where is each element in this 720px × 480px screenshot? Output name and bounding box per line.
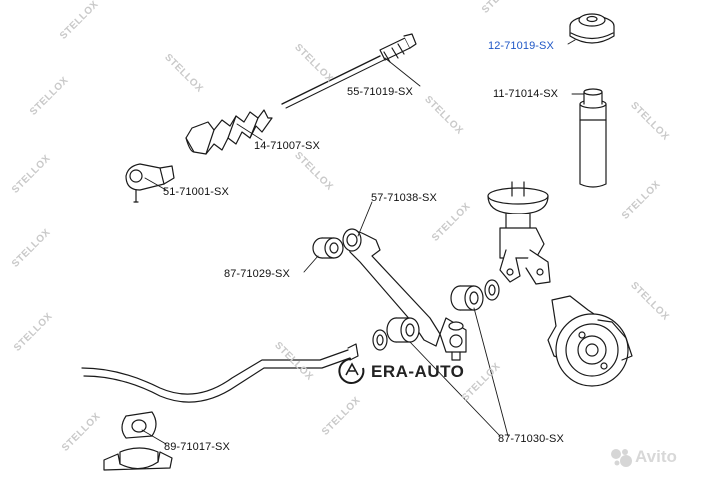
label-control-arm: 57-71038-SX [371,192,437,204]
avito-icon [611,449,632,467]
rack-boot-part [185,109,273,155]
label-tie-rod: 55-71019-SX [347,86,413,98]
era-auto-logo-icon [338,358,365,384]
strut-mount-part [569,13,615,44]
leader-lines [141,39,585,445]
era-auto-logo: ERA-AUTO [345,362,464,382]
control-arm-part [342,228,467,361]
stabilizer-bar-part [81,343,359,403]
label-arm-bushing-rear: 87-71030-SX [498,433,564,445]
steering-knuckle-part [547,295,633,387]
era-auto-text: ERA-AUTO [371,362,465,381]
avito-watermark: Avito [632,447,677,467]
label-strut-mount: 12-71019-SX [488,40,554,52]
stabilizer-bushing-part [103,411,173,471]
label-rack-boot: 14-71007-SX [254,140,320,152]
avito-text: Avito [635,447,677,466]
tie-rod-part [281,33,417,109]
arm-bushing-rear-part [372,279,500,351]
arm-bushing-front-part [312,237,344,259]
strut-assembly-part [487,181,551,285]
label-tie-rod-end: 51-71001-SX [163,186,229,198]
strut-boot-part [579,88,607,188]
label-stabilizer-bushing: 89-71017-SX [164,441,230,453]
label-arm-bushing-front: 87-71029-SX [224,268,290,280]
label-strut-boot: 11-71014-SX [493,88,559,100]
